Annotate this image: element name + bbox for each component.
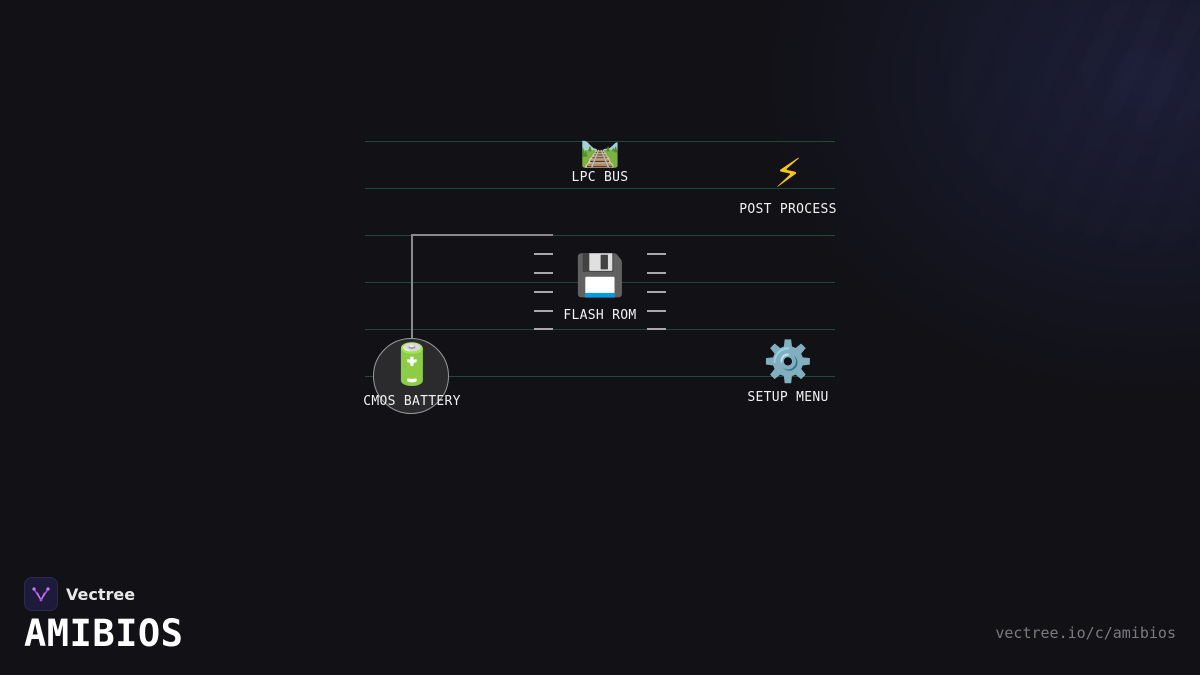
chip-pin-left (534, 328, 553, 330)
chip-pin-left (534, 310, 553, 312)
battery-icon: 🔋 (387, 342, 437, 388)
node-label: CMOS BATTERY (363, 394, 461, 409)
battery-ring (373, 338, 449, 414)
chip-pin-right (647, 253, 666, 255)
guide-line (365, 376, 835, 377)
chip-pin-right (647, 272, 666, 274)
node-flash-rom: 💾 FLASH ROM (550, 256, 650, 323)
chip-pin-left (534, 253, 553, 255)
railway-track-icon: 🛤️ (580, 131, 620, 169)
node-label: LPC BUS (571, 170, 629, 185)
node-label: SETUP MENU (747, 390, 829, 405)
node-post-process: ⚡ POST PROCESS (728, 154, 848, 217)
page-title: AMIBIOS (24, 612, 184, 655)
floppy-disk-icon: 💾 (575, 253, 625, 299)
chip-pin-left (534, 272, 553, 274)
chip-pin-right (647, 291, 666, 293)
node-label: POST PROCESS (739, 202, 837, 217)
guide-line (365, 329, 835, 330)
guide-line (365, 235, 835, 236)
gear-icon: ⚙️ (763, 339, 813, 385)
node-setup-menu: ⚙️ SETUP MENU (733, 342, 843, 405)
brand-name: Vectree (66, 584, 136, 604)
brand: Vectree (24, 577, 135, 611)
guide-line (365, 141, 835, 142)
guide-line (365, 188, 835, 189)
chip-pin-right (647, 310, 666, 312)
chip-pin-right (647, 328, 666, 330)
node-label: FLASH ROM (563, 308, 637, 323)
connector-wire-horizontal (411, 234, 553, 236)
guide-line (365, 282, 835, 283)
chip-pin-left (534, 291, 553, 293)
lightning-bolt-icon: ⚡ (773, 151, 803, 197)
connector-wire-vertical (411, 234, 413, 340)
vectree-logo-icon (24, 577, 58, 611)
source-url[interactable]: vectree.io/c/amibios (995, 624, 1176, 642)
node-lpc-bus: 🛤️ LPC BUS (550, 134, 650, 185)
node-cmos-battery: 🔋 CMOS BATTERY (352, 345, 472, 409)
